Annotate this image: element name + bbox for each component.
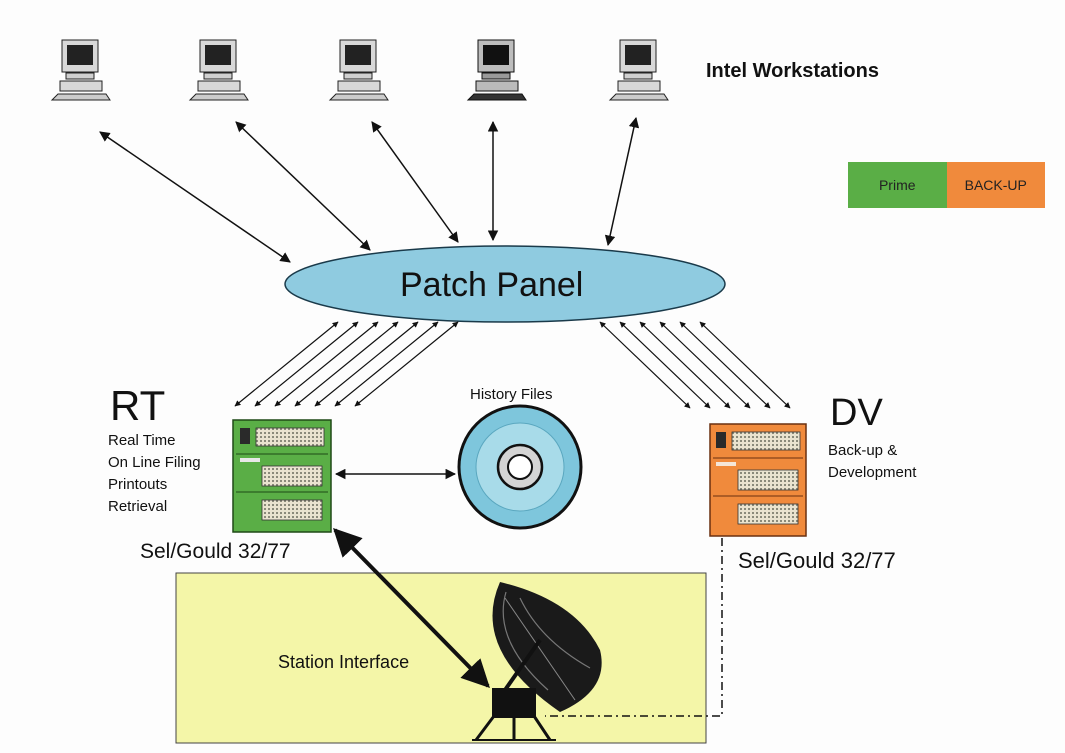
link-arrow bbox=[639, 321, 731, 409]
history-files-label: History Files bbox=[470, 386, 553, 403]
link-arrow bbox=[234, 321, 339, 407]
link-arrow bbox=[659, 321, 751, 409]
link-arrow bbox=[604, 116, 640, 247]
workstation-icon bbox=[608, 39, 669, 101]
history-files-disc-icon bbox=[457, 404, 583, 530]
dv-machine-label: Sel/Gould 32/77 bbox=[738, 548, 896, 573]
rt-server-icon bbox=[232, 419, 332, 533]
legend: Prime BACK-UP bbox=[848, 162, 1045, 208]
link-arrow bbox=[254, 321, 359, 407]
link-arrow bbox=[99, 131, 291, 263]
workstation-icon bbox=[328, 39, 389, 101]
rt-machine-label: Sel/Gould 32/77 bbox=[140, 540, 291, 563]
link-arrow bbox=[294, 321, 399, 407]
dv-server-icon bbox=[709, 423, 807, 537]
link-arrow bbox=[599, 321, 691, 409]
rt-function-item: On Line Filing bbox=[108, 454, 201, 471]
legend-backup: BACK-UP bbox=[946, 162, 1045, 208]
station-interface-box bbox=[175, 572, 707, 744]
workstation-icon bbox=[466, 39, 527, 101]
rt-function-item: Retrieval bbox=[108, 498, 168, 515]
dv-station-link bbox=[545, 538, 723, 717]
link-arrow bbox=[235, 121, 371, 251]
link-arrow bbox=[371, 121, 459, 243]
rt-function-item: Printouts bbox=[108, 476, 168, 493]
patch-panel-label: Patch Panel bbox=[400, 266, 584, 304]
workstation-links bbox=[99, 116, 640, 263]
workstation-icons bbox=[50, 39, 669, 101]
dv-functions-list: Back-up & Development bbox=[828, 440, 916, 484]
dv-function-item: Development bbox=[828, 464, 917, 481]
rt-title: RT bbox=[110, 382, 166, 429]
link-arrow bbox=[274, 321, 379, 407]
workstation-icon bbox=[50, 39, 111, 101]
rt-function-item: Real Time bbox=[108, 432, 176, 449]
workstation-icon bbox=[188, 39, 249, 101]
patch-panel-ellipse bbox=[284, 245, 726, 323]
link-arrow bbox=[699, 321, 791, 409]
dv-function-item: Back-up & bbox=[828, 442, 898, 459]
link-arrow bbox=[314, 321, 419, 407]
station-interface-label: Station Interface bbox=[278, 652, 410, 672]
link-arrow bbox=[679, 321, 771, 409]
rt-functions-list: Real Time On Line Filing Printouts Retri… bbox=[108, 430, 201, 518]
dv-links bbox=[599, 321, 791, 409]
satellite-dish-icon bbox=[472, 582, 602, 741]
link-arrow bbox=[619, 321, 711, 409]
legend-prime: Prime bbox=[848, 162, 947, 208]
station-link-arrow bbox=[333, 528, 490, 688]
dv-title: DV bbox=[830, 392, 883, 434]
workstations-label: Intel Workstations bbox=[706, 60, 879, 82]
link-arrow bbox=[354, 321, 459, 407]
link-arrow bbox=[334, 321, 439, 407]
rt-links bbox=[234, 321, 459, 407]
